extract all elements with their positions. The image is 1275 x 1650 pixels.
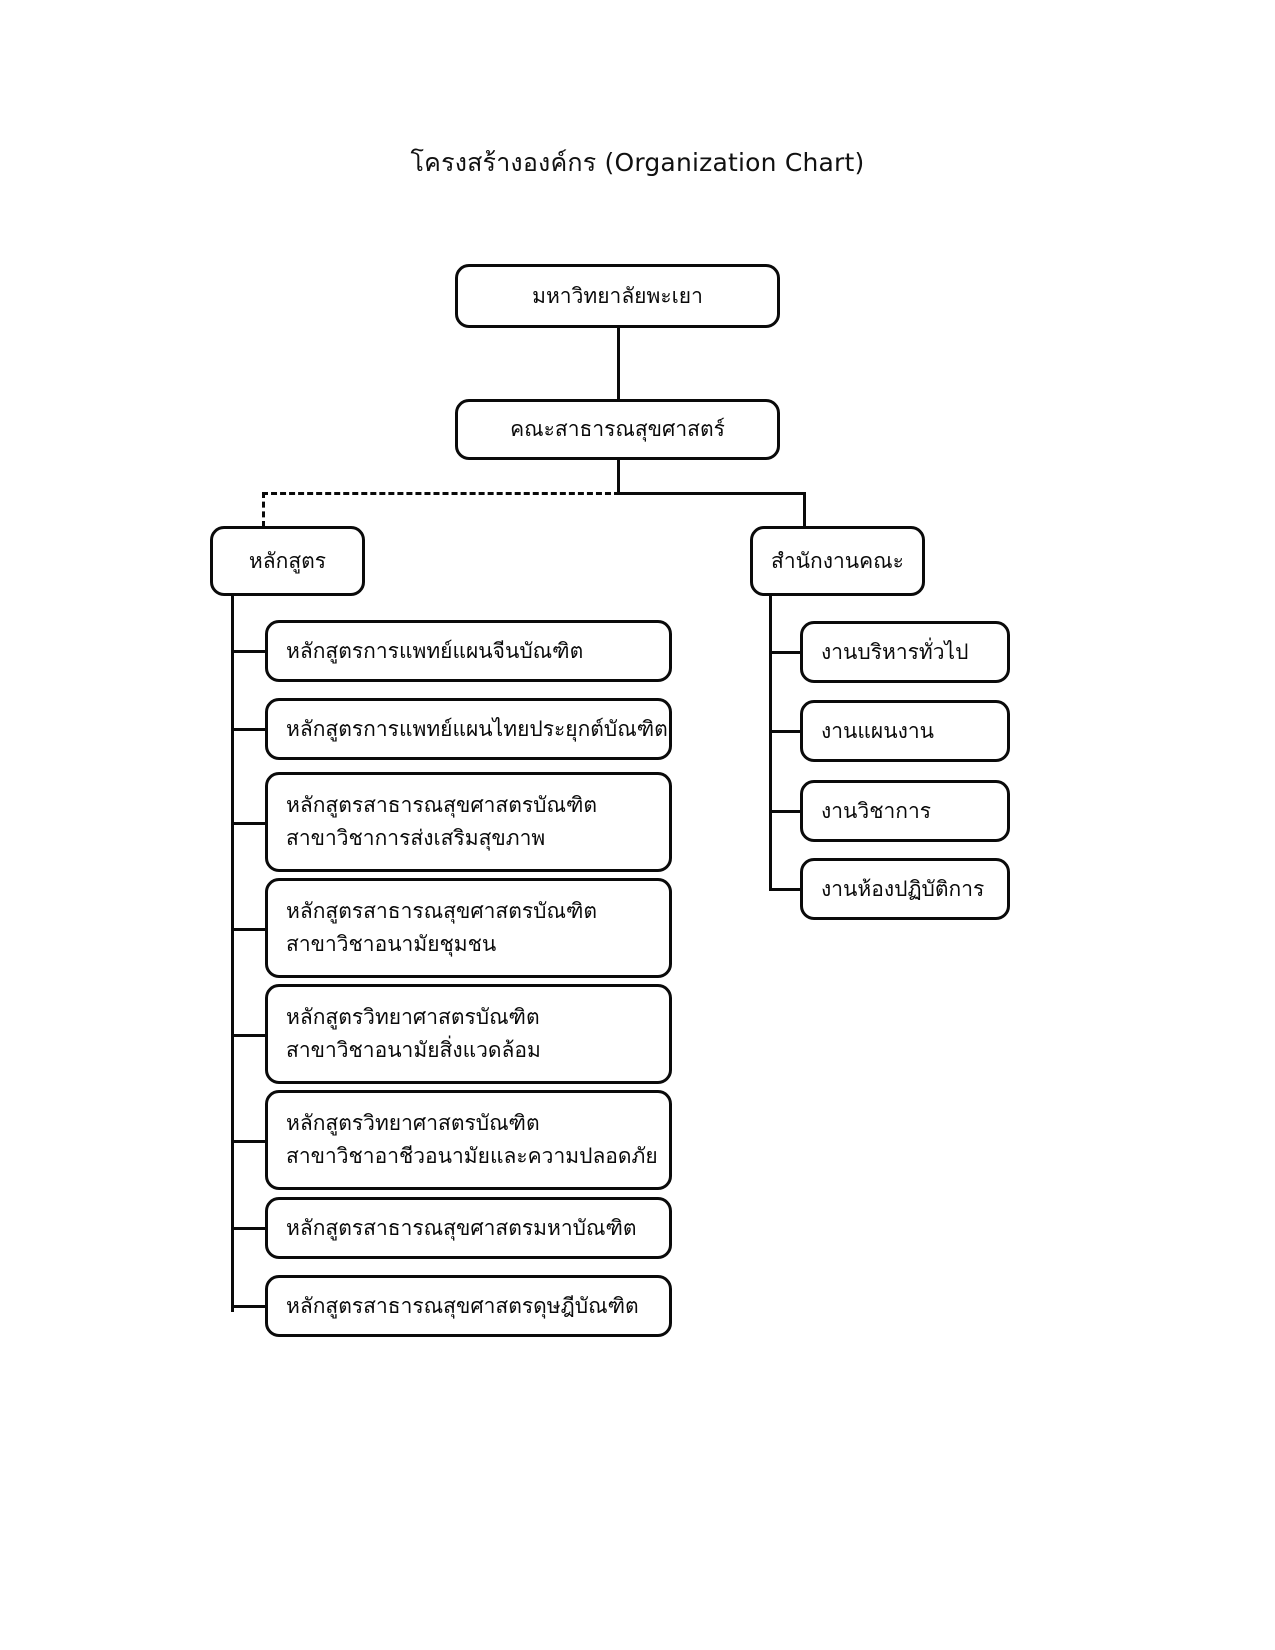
connector-program-3-elbow: [231, 822, 267, 825]
connector-office-3-elbow: [769, 810, 803, 813]
connector-office-spine: [769, 596, 772, 890]
page-title: โครงสร้างองค์กร (Organization Chart): [410, 148, 865, 177]
node-program-8[interactable]: หลักสูตรสาธารณสุขศาสตรดุษฎีบัณฑิต: [265, 1275, 672, 1337]
node-curriculum[interactable]: หลักสูตร: [210, 526, 365, 596]
node-program-3-line2: สาขาวิชาการส่งเสริมสุขภาพ: [286, 826, 546, 850]
connector-university-to-faculty: [617, 328, 620, 401]
node-office-3[interactable]: งานวิชาการ: [800, 780, 1010, 842]
node-office-2-label: งานแผนงาน: [821, 718, 934, 743]
connector-program-2-elbow: [231, 728, 267, 731]
node-program-1-line1: หลักสูตรการแพทย์แผนจีนบัณฑิต: [286, 638, 584, 663]
node-program-4-line1: หลักสูตรสาธารณสุขศาสตรบัณฑิต: [286, 899, 598, 924]
node-program-6-line2: สาขาวิชาอาชีวอนามัยและความปลอดภัย: [286, 1144, 658, 1168]
node-program-5-line1: หลักสูตรวิทยาศาสตรบัณฑิต: [286, 1005, 540, 1030]
node-university-label: มหาวิทยาลัยพะเยา: [532, 283, 703, 308]
node-program-5[interactable]: หลักสูตรวิทยาศาสตรบัณฑิต สาขาวิชาอนามัยส…: [265, 984, 672, 1084]
node-office-2[interactable]: งานแผนงาน: [800, 700, 1010, 762]
node-program-3-line1: หลักสูตรสาธารณสุขศาสตรบัณฑิต: [286, 793, 598, 818]
node-office-1-label: งานบริหารทั่วไป: [821, 639, 969, 664]
node-office-1[interactable]: งานบริหารทั่วไป: [800, 621, 1010, 683]
node-program-6[interactable]: หลักสูตรวิทยาศาสตรบัณฑิต สาขาวิชาอาชีวอน…: [265, 1090, 672, 1190]
connector-program-6-elbow: [231, 1140, 267, 1143]
node-program-2[interactable]: หลักสูตรการแพทย์แผนไทยประยุกต์บัณฑิต: [265, 698, 672, 760]
node-program-8-line1: หลักสูตรสาธารณสุขศาสตรดุษฎีบัณฑิต: [286, 1293, 639, 1318]
node-faculty-label: คณะสาธารณสุขศาสตร์: [510, 417, 725, 442]
connector-program-8-elbow: [231, 1305, 267, 1308]
node-university[interactable]: มหาวิทยาลัยพะเยา: [455, 264, 780, 328]
connector-curriculum-spine: [231, 596, 234, 1312]
connector-program-5-elbow: [231, 1034, 267, 1037]
node-program-4-line2: สาขาวิชาอนามัยชุมชน: [286, 932, 497, 956]
connector-office-4-elbow: [769, 888, 803, 891]
connector-faculty-to-curriculum-horizontal: [262, 492, 620, 495]
node-office-3-label: งานวิชาการ: [821, 798, 932, 823]
connector-program-4-elbow: [231, 928, 267, 931]
node-faculty-office-label: สำนักงานคณะ: [771, 548, 904, 573]
node-office-4[interactable]: งานห้องปฏิบัติการ: [800, 858, 1010, 920]
node-faculty[interactable]: คณะสาธารณสุขศาสตร์: [455, 399, 780, 460]
node-office-4-label: งานห้องปฏิบัติการ: [821, 876, 985, 901]
node-program-4[interactable]: หลักสูตรสาธารณสุขศาสตรบัณฑิต สาขาวิชาอนา…: [265, 878, 672, 978]
node-program-1[interactable]: หลักสูตรการแพทย์แผนจีนบัณฑิต: [265, 620, 672, 682]
connector-office-2-elbow: [769, 730, 803, 733]
connector-faculty-to-office-vertical: [803, 492, 806, 527]
connector-faculty-to-curriculum-vertical: [262, 492, 265, 527]
connector-faculty-to-office-horizontal: [617, 492, 806, 495]
node-faculty-office[interactable]: สำนักงานคณะ: [750, 526, 925, 596]
connector-program-7-elbow: [231, 1227, 267, 1230]
connector-program-1-elbow: [231, 650, 267, 653]
node-program-6-line1: หลักสูตรวิทยาศาสตรบัณฑิต: [286, 1111, 540, 1136]
connector-office-1-elbow: [769, 651, 803, 654]
node-program-7-line1: หลักสูตรสาธารณสุขศาสตรมหาบัณฑิต: [286, 1215, 637, 1240]
node-program-3[interactable]: หลักสูตรสาธารณสุขศาสตรบัณฑิต สาขาวิชาการ…: [265, 772, 672, 872]
connector-faculty-stem: [617, 460, 620, 494]
node-curriculum-label: หลักสูตร: [248, 548, 327, 573]
node-program-7[interactable]: หลักสูตรสาธารณสุขศาสตรมหาบัณฑิต: [265, 1197, 672, 1259]
node-program-2-line1: หลักสูตรการแพทย์แผนไทยประยุกต์บัณฑิต: [286, 716, 668, 741]
node-program-5-line2: สาขาวิชาอนามัยสิ่งแวดล้อม: [286, 1038, 541, 1062]
